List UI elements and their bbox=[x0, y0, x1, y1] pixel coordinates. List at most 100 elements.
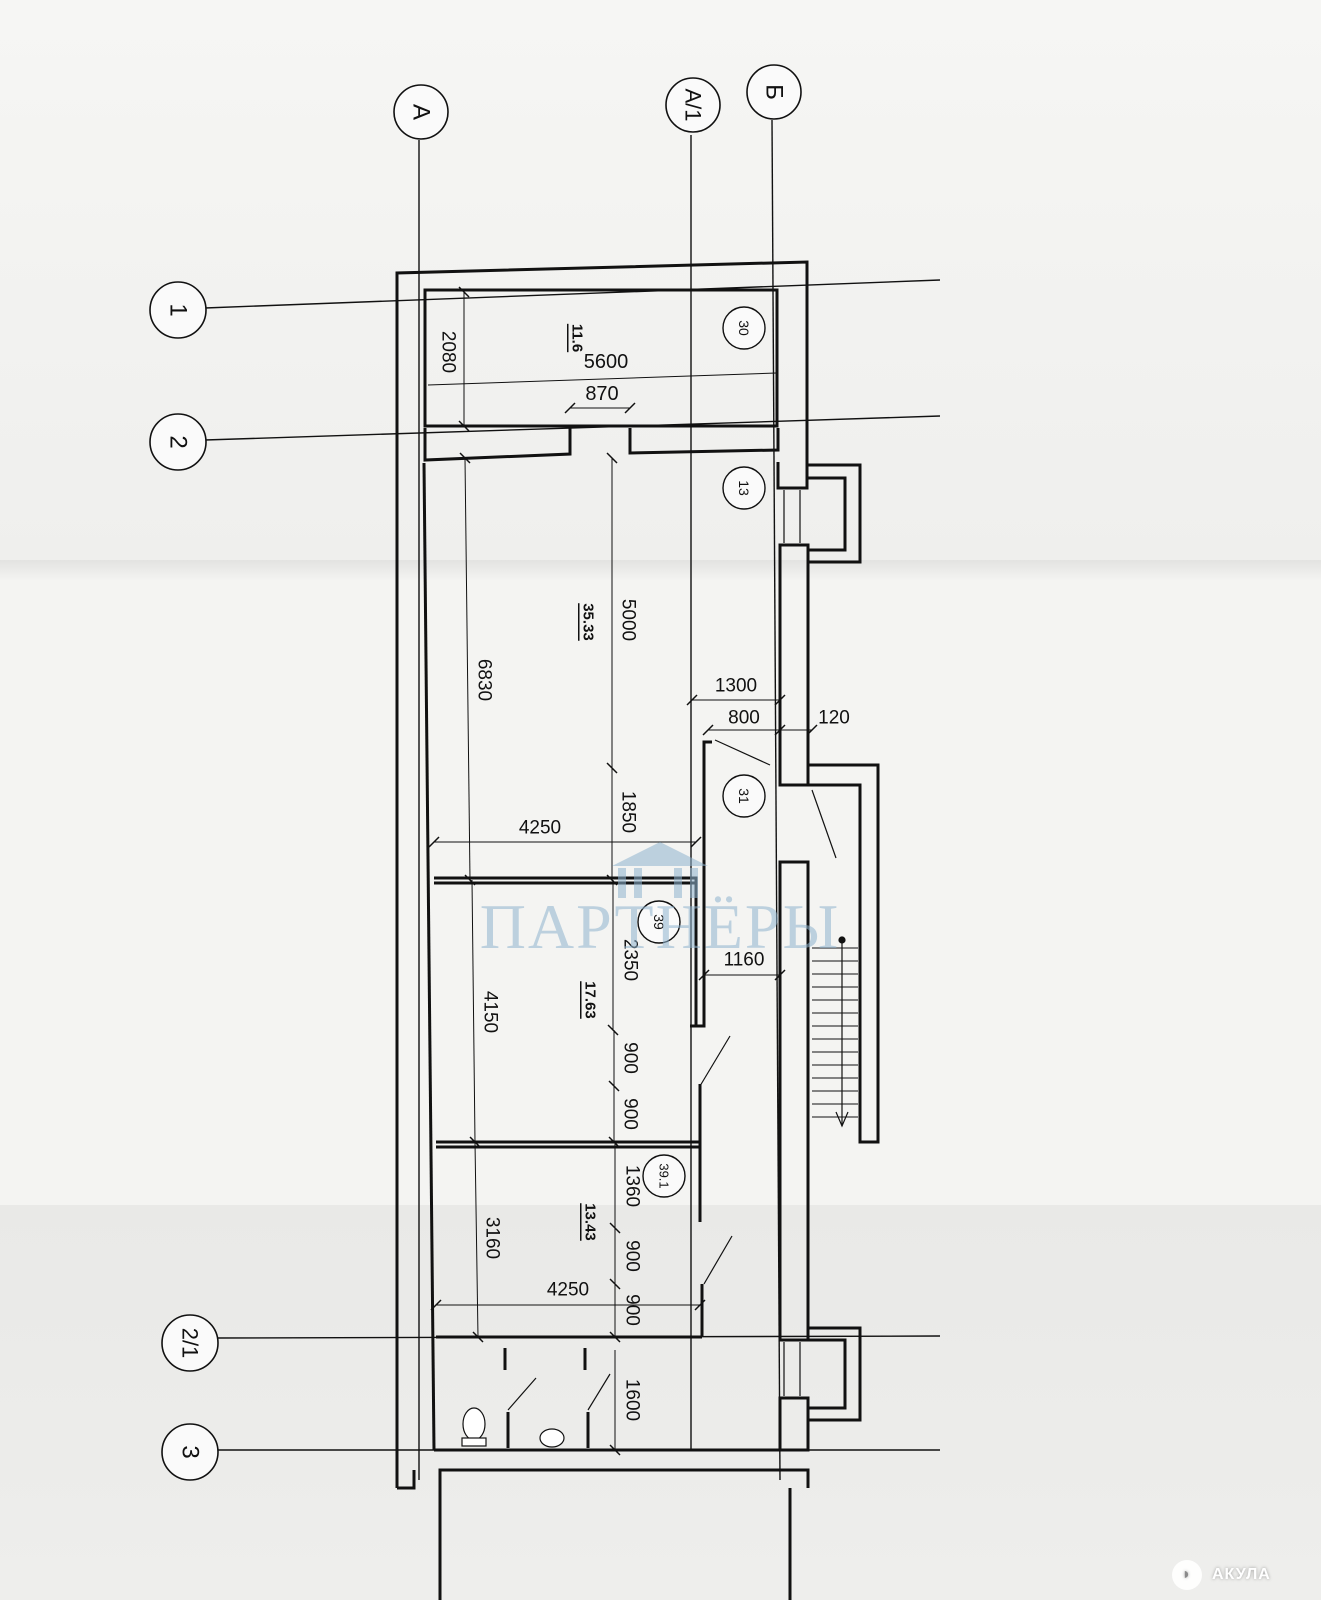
door-swing-391 bbox=[703, 1235, 733, 1285]
dimension-tick bbox=[607, 1024, 619, 1036]
dim-text-900b: 900 bbox=[620, 1098, 641, 1130]
door-swing-wc-1 bbox=[507, 1377, 537, 1411]
dim-text-1850: 1850 bbox=[618, 791, 639, 833]
axis-bubble-1 bbox=[149, 281, 207, 339]
dimension-tick bbox=[428, 836, 440, 848]
axis-bubble-b bbox=[746, 64, 802, 120]
paper-fold-shadow bbox=[0, 560, 1321, 580]
room-number-13: 13 bbox=[736, 480, 752, 496]
room-number-31: 31 bbox=[736, 788, 752, 804]
dim-text-5600: 5600 bbox=[584, 351, 629, 373]
dim-line-6830 bbox=[464, 457, 471, 881]
area-label-13: 35.33 bbox=[580, 603, 597, 641]
porch-2 bbox=[808, 1326, 862, 1422]
axis-label-a1: А/1 bbox=[681, 88, 706, 121]
dimension-tick bbox=[459, 452, 471, 464]
stair-arrow-head bbox=[835, 1111, 849, 1128]
dim-text-1600: 1600 bbox=[622, 1379, 643, 1421]
dimension-tick bbox=[609, 1331, 621, 1343]
dimension-tick bbox=[698, 969, 710, 981]
dimension-tick bbox=[609, 1222, 621, 1234]
dim-line-3160 bbox=[474, 1141, 479, 1338]
dimension-tick bbox=[774, 694, 786, 706]
area-label-39: 17.63 bbox=[582, 981, 599, 1019]
axis-line-1 bbox=[204, 279, 941, 309]
partition-wall-2-right bbox=[628, 428, 780, 455]
axis-bubble-2 bbox=[149, 413, 207, 471]
wall-b-segment-4 bbox=[778, 1396, 810, 1452]
door-swing-entry bbox=[811, 789, 837, 859]
dim-text-1360: 1360 bbox=[622, 1165, 643, 1207]
area-label-30: 11.6 bbox=[569, 324, 586, 352]
dimension-tick bbox=[806, 724, 818, 736]
dimension-tick bbox=[606, 452, 618, 464]
dimension-tick bbox=[774, 724, 786, 736]
dim-text-800: 800 bbox=[728, 708, 760, 729]
dimension-tick bbox=[464, 874, 476, 886]
sink-icon bbox=[539, 1428, 565, 1448]
dim-text-1300: 1300 bbox=[715, 676, 757, 697]
axis-bubble-a bbox=[393, 84, 449, 140]
dimension-tick bbox=[690, 836, 702, 848]
door-swing-39 bbox=[699, 1035, 731, 1087]
wall-b-segment-3 bbox=[778, 860, 810, 1342]
dimension-tick bbox=[608, 1080, 620, 1092]
door-swing-31 bbox=[714, 739, 771, 766]
toilet-tank-icon bbox=[461, 1437, 487, 1447]
dimension-tick bbox=[458, 420, 470, 432]
dim-text-2350: 2350 bbox=[620, 939, 641, 981]
room-bubble-39 bbox=[637, 900, 681, 944]
porch-2-inner bbox=[808, 1338, 847, 1410]
dimension-tick bbox=[694, 1299, 706, 1311]
dimension-tick bbox=[606, 874, 618, 886]
dim-text-4250a: 4250 bbox=[519, 818, 561, 839]
stair-enclosure bbox=[808, 763, 880, 1144]
dim-text-900a: 900 bbox=[620, 1042, 641, 1074]
watermark: ПАРТНЁРЫ bbox=[480, 842, 841, 962]
watermark-text: ПАРТНЁРЫ bbox=[480, 891, 841, 962]
room-30-walls bbox=[423, 288, 779, 428]
partition-wall-2-left bbox=[423, 428, 572, 462]
stair-start-dot bbox=[838, 936, 846, 944]
axis-label-b: Б bbox=[761, 84, 788, 100]
dim-text-4250b: 4250 bbox=[547, 1280, 589, 1301]
dimension-tick bbox=[430, 1299, 442, 1311]
outer-wall-left-inner bbox=[422, 462, 436, 1451]
dim-text-900c: 900 bbox=[622, 1240, 643, 1272]
watermark-building-icon bbox=[612, 842, 708, 898]
dim-text-3160: 3160 bbox=[482, 1217, 503, 1259]
axis-label-3: 3 bbox=[177, 1445, 204, 1458]
room-number-391: 39.1 bbox=[657, 1163, 672, 1188]
room-bubble-391 bbox=[642, 1154, 686, 1198]
wall-b-segment-2 bbox=[778, 543, 810, 787]
corner-logo-text: АКУЛА bbox=[1212, 1566, 1271, 1583]
axis-label-21: 2/1 bbox=[178, 1328, 203, 1359]
dimension-tick bbox=[472, 1331, 484, 1343]
dim-text-5000: 5000 bbox=[618, 599, 639, 641]
outer-wall-left bbox=[395, 260, 809, 1488]
room-number-39: 39 bbox=[651, 914, 667, 930]
dimension-tick bbox=[608, 1136, 620, 1148]
shark-logo-icon: ◗ bbox=[1172, 1560, 1202, 1590]
paper-fold-shadow bbox=[0, 1205, 1321, 1600]
dim-text-900d: 900 bbox=[622, 1294, 643, 1326]
axis-label-a: А bbox=[408, 104, 435, 120]
dimension-tick bbox=[469, 1136, 481, 1148]
door-swing-wc-2 bbox=[587, 1373, 611, 1411]
dim-text-870: 870 bbox=[585, 383, 618, 405]
corner-logo: ◗ АКУЛА bbox=[1172, 1560, 1271, 1590]
room-bubble-13 bbox=[722, 466, 766, 510]
dim-text-6830: 6830 bbox=[474, 659, 495, 701]
porch-1-inner bbox=[808, 476, 847, 552]
axis-label-1: 1 bbox=[165, 303, 192, 316]
dimension-tick bbox=[606, 762, 618, 774]
dim-text-1160: 1160 bbox=[724, 950, 765, 971]
dimension-tick bbox=[686, 694, 698, 706]
axis-line-2 bbox=[204, 415, 941, 441]
dim-text-120: 120 bbox=[818, 708, 850, 729]
dimension-tick bbox=[609, 1444, 621, 1456]
dim-line-4150 bbox=[471, 879, 476, 1143]
toilet-bowl-icon bbox=[462, 1407, 486, 1441]
